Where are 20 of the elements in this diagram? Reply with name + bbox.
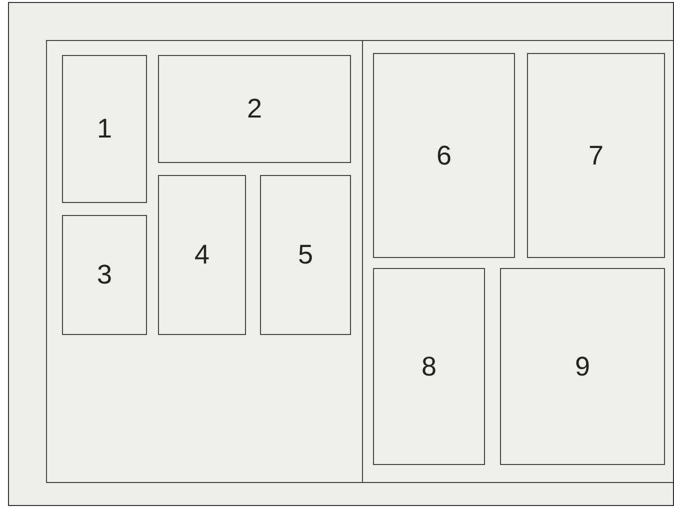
box-number: 7 bbox=[588, 140, 604, 171]
box-number: 1 bbox=[96, 114, 112, 144]
numbered-box bbox=[62, 215, 147, 335]
numbered-box bbox=[158, 175, 246, 335]
box-number: 5 bbox=[298, 240, 314, 270]
numbered-box bbox=[158, 55, 351, 163]
numbered-box bbox=[527, 53, 665, 258]
box-number: 6 bbox=[436, 140, 452, 171]
numbered-box bbox=[373, 268, 485, 465]
box-number: 8 bbox=[421, 351, 437, 382]
numbered-box bbox=[62, 55, 147, 203]
box-number: 2 bbox=[246, 94, 262, 124]
box-number: 9 bbox=[574, 351, 590, 382]
panel bbox=[362, 40, 673, 483]
panel bbox=[46, 40, 363, 483]
numbered-box bbox=[373, 53, 515, 258]
box-number: 4 bbox=[194, 240, 210, 270]
numbered-box bbox=[260, 175, 351, 335]
numbered-box bbox=[500, 268, 665, 465]
box-number: 3 bbox=[96, 260, 112, 290]
